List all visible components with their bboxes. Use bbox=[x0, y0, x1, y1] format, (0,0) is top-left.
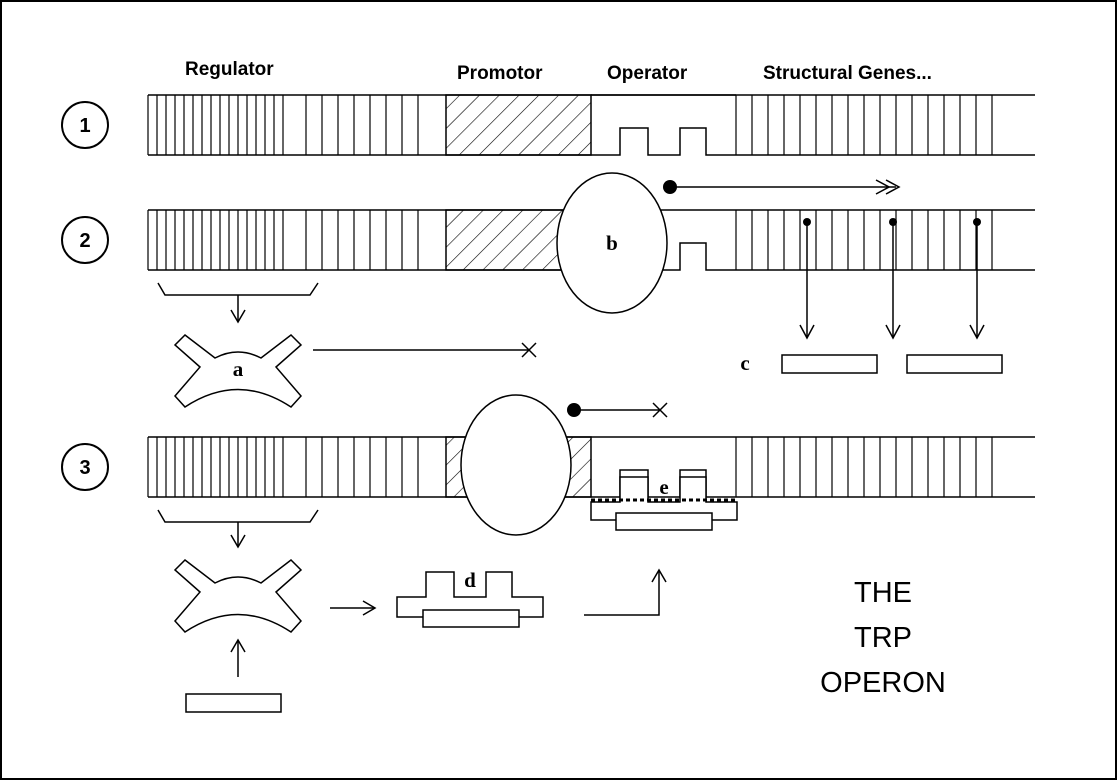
regulator-gene-1 bbox=[148, 95, 283, 155]
title-line-1: THE bbox=[854, 577, 912, 609]
title-line-2: TRP bbox=[854, 622, 912, 654]
dna-strand-row-1 bbox=[148, 95, 1035, 155]
label-d: d bbox=[464, 568, 476, 592]
row-number-3: 3 bbox=[62, 444, 108, 490]
row-number-1: 1 bbox=[62, 102, 108, 148]
transcription-arrow-2 bbox=[663, 180, 899, 194]
header-regulator: Regulator bbox=[185, 59, 274, 80]
spacer-ticks-1 bbox=[306, 95, 418, 155]
row-number-2: 2 bbox=[62, 217, 108, 263]
label-a: a bbox=[233, 357, 244, 381]
repressor-inactive-a: a bbox=[175, 335, 301, 407]
promotor-region-1 bbox=[446, 95, 591, 155]
active-repressor-e: e bbox=[591, 475, 737, 530]
structural-genes-3 bbox=[736, 437, 992, 497]
regulator-gene-3 bbox=[148, 437, 283, 497]
operator-site-1 bbox=[591, 128, 736, 155]
regulator-expression-2 bbox=[158, 283, 318, 322]
enzyme-product-2 bbox=[907, 355, 1002, 373]
diagram-title: THE TRP OPERON bbox=[820, 577, 946, 699]
row-number-2-label: 2 bbox=[79, 230, 90, 252]
row-number-3-label: 3 bbox=[79, 457, 90, 479]
spacer-ticks-2 bbox=[306, 210, 418, 270]
blocked-arrow-a bbox=[313, 343, 536, 357]
label-e: e bbox=[659, 475, 668, 499]
structural-genes-2 bbox=[736, 210, 992, 270]
header-promotor: Promotor bbox=[457, 63, 543, 84]
arrow-d-to-e bbox=[584, 570, 666, 615]
spacer-ticks-3 bbox=[306, 437, 418, 497]
row-number-1-label: 1 bbox=[79, 115, 90, 137]
rna-polymerase-blocked bbox=[461, 395, 571, 535]
label-b: b bbox=[606, 231, 618, 255]
label-c: c bbox=[740, 351, 749, 375]
regulator-expression-3 bbox=[158, 510, 318, 547]
blocked-transcription-arrow-3 bbox=[567, 403, 667, 417]
header-structural-genes: Structural Genes... bbox=[763, 63, 932, 84]
enzyme-product-1 bbox=[782, 355, 877, 373]
operator-site-2 bbox=[660, 243, 736, 270]
structural-genes-1 bbox=[736, 95, 992, 155]
arrow-to-d bbox=[330, 601, 375, 615]
repressor-inactive-3 bbox=[175, 560, 301, 632]
translation-arrows bbox=[800, 218, 984, 338]
dna-strand-row-2: b bbox=[148, 173, 1035, 313]
tryptophan-molecule bbox=[186, 694, 281, 712]
regulator-gene-2 bbox=[148, 210, 283, 270]
title-line-3: OPERON bbox=[820, 667, 946, 699]
header-operator: Operator bbox=[607, 63, 688, 84]
promotor-region-2 bbox=[446, 210, 566, 270]
repressor-complex-d: d bbox=[397, 568, 543, 627]
tryptophan-corepressor bbox=[186, 640, 281, 712]
